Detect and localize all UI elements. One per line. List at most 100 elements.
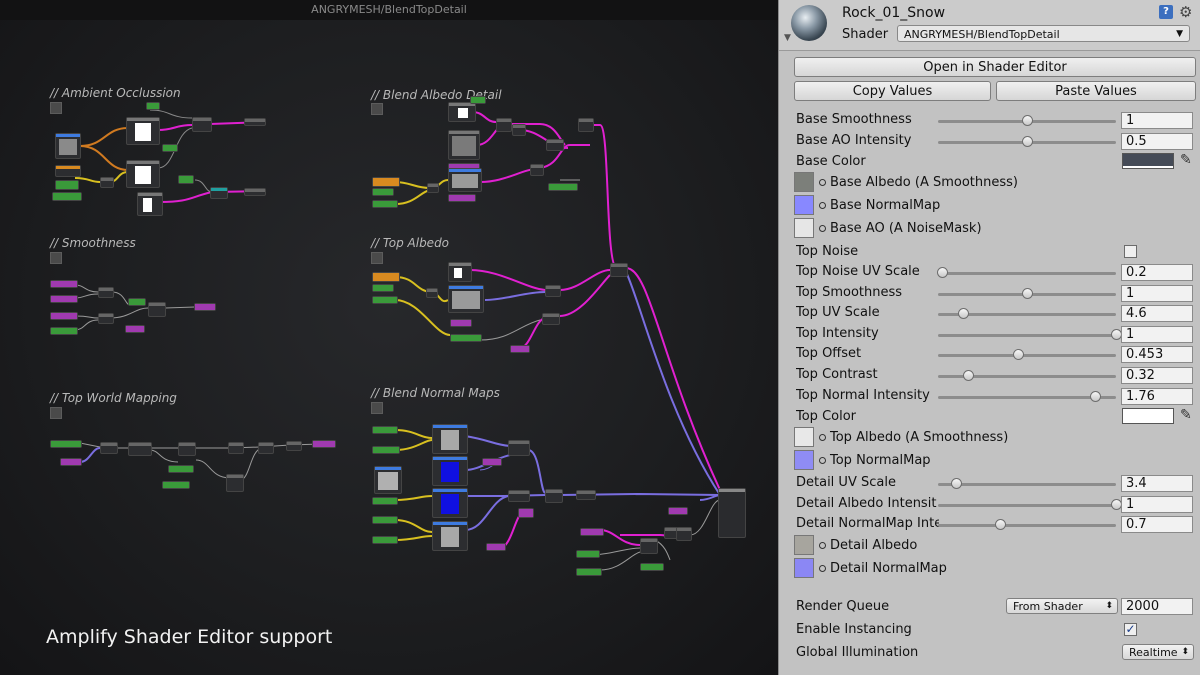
graph-node[interactable]: [98, 313, 114, 324]
slider-thumb[interactable]: [1013, 349, 1025, 360]
graph-node[interactable]: [55, 180, 79, 190]
copy-values-button[interactable]: Copy Values: [794, 81, 991, 101]
graph-node[interactable]: [60, 458, 82, 466]
graph-node[interactable]: [580, 528, 604, 536]
slider-thumb[interactable]: [1089, 391, 1101, 402]
top-noise-uv-scale-slider[interactable]: [936, 267, 1116, 278]
graph-node[interactable]: [228, 442, 244, 454]
top-contrast-slider[interactable]: [938, 370, 1116, 381]
graph-node[interactable]: [372, 296, 398, 304]
detail-albedo-intensity-slider[interactable]: [938, 499, 1122, 510]
master-output-node[interactable]: [718, 488, 746, 538]
base-smoothness-slider[interactable]: [938, 115, 1116, 126]
base-smoothness-field[interactable]: 1: [1121, 112, 1193, 129]
detail-albedo-texture-thumb[interactable]: [794, 535, 814, 555]
graph-node[interactable]: [210, 187, 228, 199]
top-intensity-slider[interactable]: [938, 329, 1122, 340]
top-albedo-texture-thumb[interactable]: [794, 427, 814, 447]
graph-node[interactable]: [372, 426, 398, 434]
graph-node[interactable]: [50, 440, 82, 448]
graph-node[interactable]: [640, 563, 664, 571]
graph-node[interactable]: [578, 118, 594, 132]
graph-node[interactable]: [542, 313, 560, 325]
graph-node[interactable]: [192, 117, 212, 132]
detail-uv-scale-slider[interactable]: [938, 478, 1116, 489]
graph-node[interactable]: [52, 192, 82, 201]
texture-picker-icon[interactable]: [819, 457, 826, 464]
graph-node[interactable]: [226, 474, 244, 492]
graph-node[interactable]: [448, 262, 472, 282]
texture-picker-icon[interactable]: [819, 565, 826, 572]
shader-graph-canvas[interactable]: ANGRYMESH/BlendTopDetail: [0, 0, 778, 675]
graph-node[interactable]: [372, 188, 394, 196]
texture-picker-icon[interactable]: [819, 542, 826, 549]
top-noise-checkbox[interactable]: [1124, 245, 1137, 258]
graph-node[interactable]: [178, 442, 196, 456]
top-offset-slider[interactable]: [938, 349, 1116, 360]
group-title-top-albedo[interactable]: // Top Albedo: [371, 236, 450, 250]
graph-node[interactable]: [372, 516, 398, 524]
graph-node[interactable]: [448, 102, 476, 122]
graph-node[interactable]: [640, 538, 658, 554]
texture-picker-icon[interactable]: [819, 202, 826, 209]
graph-node[interactable]: [432, 521, 468, 551]
group-title-blend-albedo-detail[interactable]: // Blend Albedo Detail: [371, 88, 502, 102]
slider-thumb[interactable]: [936, 267, 948, 278]
graph-node[interactable]: [546, 139, 564, 151]
slider-thumb[interactable]: [995, 519, 1007, 530]
graph-node[interactable]: [50, 327, 78, 335]
graph-node[interactable]: [545, 489, 563, 503]
detail-albedo-intensity-field[interactable]: 1: [1121, 496, 1193, 513]
graph-node[interactable]: [50, 295, 78, 303]
graph-node[interactable]: [100, 177, 114, 188]
top-smoothness-slider[interactable]: [938, 288, 1116, 299]
graph-node[interactable]: [496, 118, 512, 132]
foldout-triangle-icon[interactable]: ▼: [784, 33, 791, 43]
detail-uv-scale-field[interactable]: 3.4: [1121, 475, 1193, 492]
graph-node[interactable]: [530, 164, 544, 176]
slider-thumb[interactable]: [1022, 288, 1033, 299]
graph-node[interactable]: [50, 280, 78, 288]
graph-node[interactable]: [576, 550, 600, 558]
graph-node[interactable]: [576, 490, 596, 500]
global-illumination-dropdown[interactable]: Realtime ⬍: [1122, 644, 1194, 660]
base-ao-intensity-slider[interactable]: [938, 136, 1116, 147]
texture-picker-icon[interactable]: [819, 179, 826, 186]
top-normal-intensity-field[interactable]: 1.76: [1121, 388, 1193, 405]
group-title-top-world-mapping[interactable]: // Top World Mapping: [50, 391, 177, 405]
graph-node[interactable]: [125, 325, 145, 333]
top-uv-scale-slider[interactable]: [938, 308, 1116, 319]
graph-node[interactable]: [545, 285, 561, 297]
graph-node[interactable]: [126, 117, 160, 145]
top-uv-scale-field[interactable]: 4.6: [1121, 305, 1193, 322]
top-noise-uv-scale-field[interactable]: 0.2: [1121, 264, 1193, 281]
graph-node[interactable]: [126, 160, 160, 188]
help-icon[interactable]: ?: [1159, 5, 1173, 19]
base-color-swatch[interactable]: [1122, 153, 1174, 169]
graph-node[interactable]: [450, 334, 482, 342]
paste-values-button[interactable]: Paste Values: [996, 81, 1196, 101]
graph-node[interactable]: [610, 263, 628, 277]
graph-node[interactable]: [486, 543, 506, 551]
top-normalmap-texture-thumb[interactable]: [794, 450, 814, 470]
base-albedo-texture-thumb[interactable]: [794, 172, 814, 192]
graph-node[interactable]: [50, 312, 78, 320]
slider-thumb[interactable]: [1022, 136, 1033, 147]
graph-node[interactable]: [244, 188, 266, 196]
graph-node[interactable]: [258, 442, 274, 454]
graph-node[interactable]: [508, 440, 530, 456]
graph-node[interactable]: [178, 175, 194, 184]
graph-node[interactable]: [128, 298, 146, 306]
texture-picker-icon[interactable]: [819, 434, 826, 441]
slider-thumb[interactable]: [950, 478, 962, 489]
top-color-swatch[interactable]: [1122, 408, 1174, 424]
graph-node[interactable]: [512, 124, 526, 136]
enable-instancing-checkbox[interactable]: ✓: [1124, 623, 1137, 636]
graph-node[interactable]: [432, 456, 468, 486]
graph-node[interactable]: [146, 102, 160, 110]
graph-node[interactable]: [55, 165, 81, 177]
graph-node[interactable]: [432, 424, 468, 454]
graph-node[interactable]: [100, 442, 118, 454]
slider-thumb[interactable]: [963, 370, 975, 381]
graph-node[interactable]: [162, 481, 190, 489]
